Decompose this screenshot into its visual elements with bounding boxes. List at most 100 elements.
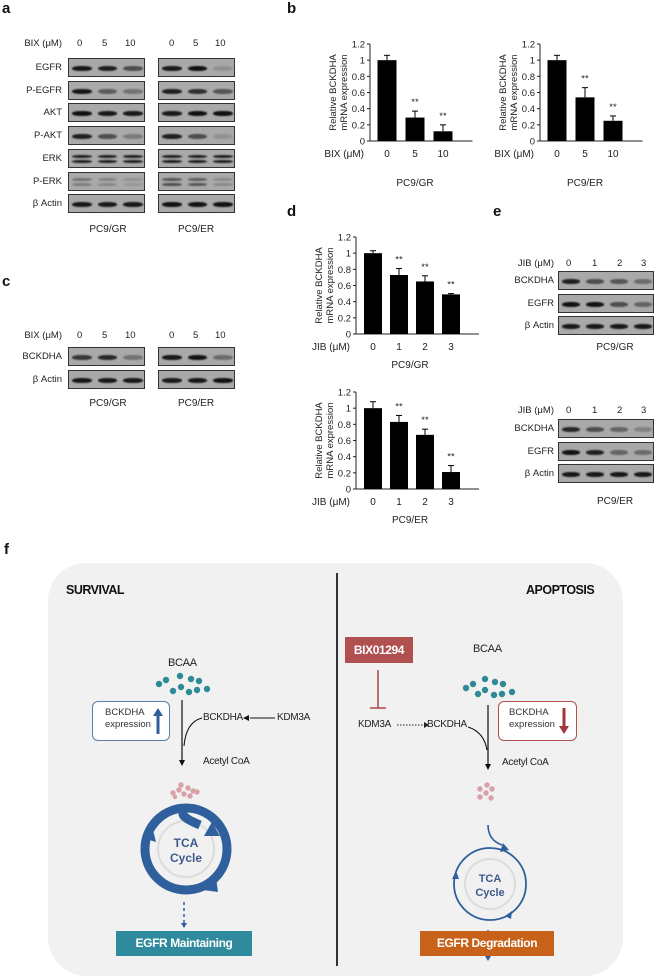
svg-text:3: 3	[448, 342, 454, 353]
bcaa-dots-icon	[462, 675, 516, 699]
protein-band	[97, 177, 118, 181]
protein-band	[97, 201, 118, 207]
blot-strip	[158, 81, 235, 100]
svg-text:5: 5	[412, 149, 418, 160]
svg-text:Relative BCKDHA: Relative BCKDHA	[314, 402, 325, 479]
svg-text:0.8: 0.8	[352, 72, 365, 83]
tca-cycle-thick-icon: TCA Cycle	[140, 803, 232, 895]
protein-band	[72, 159, 92, 163]
bar	[390, 274, 408, 334]
svg-text:0: 0	[346, 485, 351, 496]
panel-c-dose: 5	[102, 330, 108, 341]
blot-row-label: β Actin	[524, 467, 554, 479]
svg-text:JIB (μM): JIB (μM)	[312, 342, 350, 353]
svg-text:2: 2	[422, 342, 428, 353]
protein-band	[162, 177, 182, 181]
panel-a-letter: a	[2, 0, 11, 17]
blot-row-label: β Actin	[524, 319, 554, 331]
protein-band	[123, 133, 143, 139]
svg-text:Cycle: Cycle	[475, 887, 504, 899]
panel-d-cell-line-er: PC9/ER	[391, 515, 429, 526]
blot-strip	[558, 464, 654, 483]
panel-e-letter: e	[493, 203, 502, 220]
protein-band	[187, 201, 208, 207]
protein-band	[72, 201, 92, 207]
protein-band	[72, 354, 92, 360]
svg-text:3: 3	[448, 497, 454, 508]
svg-text:mRNA expression: mRNA expression	[339, 54, 350, 130]
protein-band	[97, 354, 118, 360]
blot-strip	[68, 370, 145, 389]
bix01294-drug-box: BIX01294	[345, 637, 413, 663]
svg-text:**: **	[609, 102, 617, 113]
protein-band	[97, 182, 118, 186]
protein-band	[123, 354, 143, 360]
protein-band	[634, 471, 652, 477]
panel-a-cell-line-er: PC9/ER	[177, 224, 215, 235]
bar	[364, 408, 382, 489]
bar	[442, 472, 460, 489]
svg-text:0.4: 0.4	[352, 104, 365, 115]
panel-a-dose: 0	[169, 38, 175, 49]
protein-band	[72, 154, 92, 158]
protein-band	[562, 449, 580, 455]
panel-a-treatment-label: BIX (μM)	[24, 38, 62, 49]
protein-band	[187, 88, 208, 94]
protein-band	[610, 301, 628, 307]
blot-row-label: BCKDHA	[514, 274, 554, 286]
panel-c-dose: 5	[193, 330, 199, 341]
survival-bckdha-label: BCKDHA	[203, 712, 243, 723]
svg-text:Relative BCKDHA: Relative BCKDHA	[328, 54, 339, 131]
protein-band	[162, 201, 182, 207]
panel-e-dose: 3	[641, 258, 647, 269]
protein-band	[586, 426, 604, 432]
panel-c-dose: 10	[125, 330, 136, 341]
protein-band	[162, 65, 182, 71]
panel-d-letter: d	[287, 203, 297, 220]
protein-band	[610, 471, 628, 477]
schematic-background	[48, 563, 623, 976]
protein-band	[162, 133, 182, 139]
svg-text:**: **	[411, 97, 419, 108]
acetyl-coa-dots-icon	[170, 782, 200, 800]
protein-band	[634, 426, 652, 432]
apoptosis-expression-line1: BCKDHA	[509, 707, 549, 718]
bar	[603, 120, 623, 141]
svg-text:0.6: 0.6	[522, 88, 535, 99]
svg-text:0.6: 0.6	[338, 436, 351, 447]
schematic-graphics: TCA Cycle TCA Cycle	[140, 670, 527, 961]
svg-text:1: 1	[346, 249, 351, 260]
panel-e-dose: 0	[566, 258, 572, 269]
apoptosis-bckdha-label: BCKDHA	[427, 719, 467, 730]
svg-text:1: 1	[396, 497, 402, 508]
blot-strip	[68, 81, 145, 100]
bar	[405, 117, 425, 141]
protein-band	[634, 323, 652, 329]
panel-a-dose: 5	[102, 38, 108, 49]
blot-row-label: BCKDHA	[22, 350, 62, 362]
protein-band	[213, 110, 233, 116]
svg-text:0.2: 0.2	[338, 313, 351, 324]
blot-strip	[158, 370, 235, 389]
svg-text:10: 10	[607, 149, 619, 160]
apoptosis-expression-box: BCKDHA expression	[498, 701, 577, 741]
panel-c-dose: 10	[215, 330, 226, 341]
panel-e-dose: 1	[592, 258, 598, 269]
svg-text:0: 0	[370, 497, 376, 508]
protein-band	[72, 65, 92, 71]
blot-row-label: EGFR	[35, 61, 62, 73]
bar	[575, 97, 595, 141]
arrow-up-icon	[153, 708, 163, 734]
svg-text:1: 1	[346, 404, 351, 415]
protein-band	[123, 182, 143, 186]
blot-row-label: β Actin	[32, 373, 62, 385]
protein-band	[123, 88, 143, 94]
svg-text:**: **	[421, 262, 429, 273]
panel-e-cell-line-gr: PC9/GR	[596, 342, 634, 353]
svg-text:Cycle: Cycle	[170, 851, 202, 865]
svg-text:2: 2	[422, 497, 428, 508]
protein-band	[586, 323, 604, 329]
protein-band	[213, 65, 233, 71]
svg-text:1: 1	[530, 56, 535, 67]
